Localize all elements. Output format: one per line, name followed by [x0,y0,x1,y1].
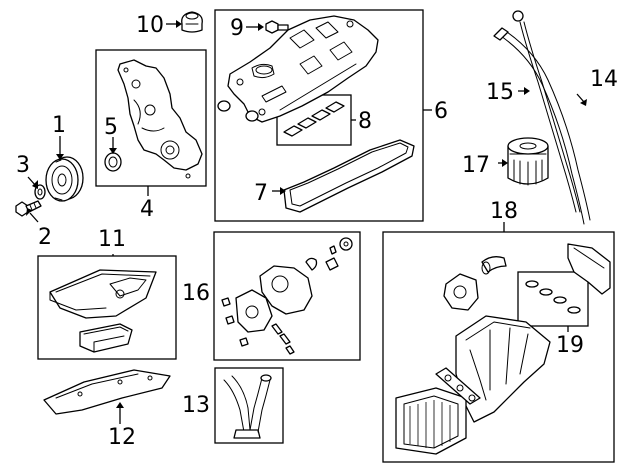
valve-cover-bolt-part [265,20,289,34]
leader-lines [26,20,587,424]
o-ring-part [217,100,231,112]
group-box-13 [214,367,284,444]
group-box-16 [213,231,361,361]
callout-6: 6 [434,99,448,124]
group-box-6 [214,9,424,222]
group-box-19 [517,271,589,327]
front-seal-part [104,152,122,172]
water-outlet-part [481,256,507,275]
engine-block-part [395,315,551,455]
callout-4: 4 [140,197,154,222]
callout-12: 12 [108,425,136,450]
callout-18: 18 [490,199,518,224]
callout-15: 15 [486,80,514,105]
callout-3: 3 [16,153,30,178]
oil-pan-part [49,269,157,353]
spark-plug-tube-seals-part [283,101,345,137]
water-pump-part [443,273,479,311]
intake-seals-part [525,280,581,314]
callout-2: 2 [38,225,52,250]
group-box-4 [95,49,207,187]
callout-10: 10 [136,13,164,38]
crankshaft-pulley-part [45,156,84,202]
dipstick-lower-tube-part [223,374,272,439]
callout-14: 14 [590,67,618,92]
oil-filler-cap-part [181,11,203,33]
callout-19: 19 [556,333,584,358]
group-box-11 [37,255,177,360]
splash-shield-part [43,369,171,415]
dipstick-part [512,10,581,213]
valve-cover-gasket-part [283,139,415,213]
callout-16: 16 [182,281,210,306]
callout-1: 1 [52,113,66,138]
oil-filter-adapter-part [221,237,353,355]
callout-5: 5 [104,115,118,140]
engine-mount-bracket-part [567,243,611,295]
callout-8: 8 [358,109,372,134]
timing-cover-part [117,59,203,179]
callout-17: 17 [462,153,490,178]
callout-7: 7 [254,181,268,206]
dipstick-tube-part [493,27,591,225]
pulley-bolt-part [15,200,42,217]
callout-13: 13 [182,393,210,418]
oil-filter-part [507,137,549,186]
callout-11: 11 [98,227,126,252]
o-ring-part [245,110,259,122]
callout-9: 9 [230,16,244,41]
group-box-18 [382,231,615,463]
valve-cover-part [227,15,379,123]
